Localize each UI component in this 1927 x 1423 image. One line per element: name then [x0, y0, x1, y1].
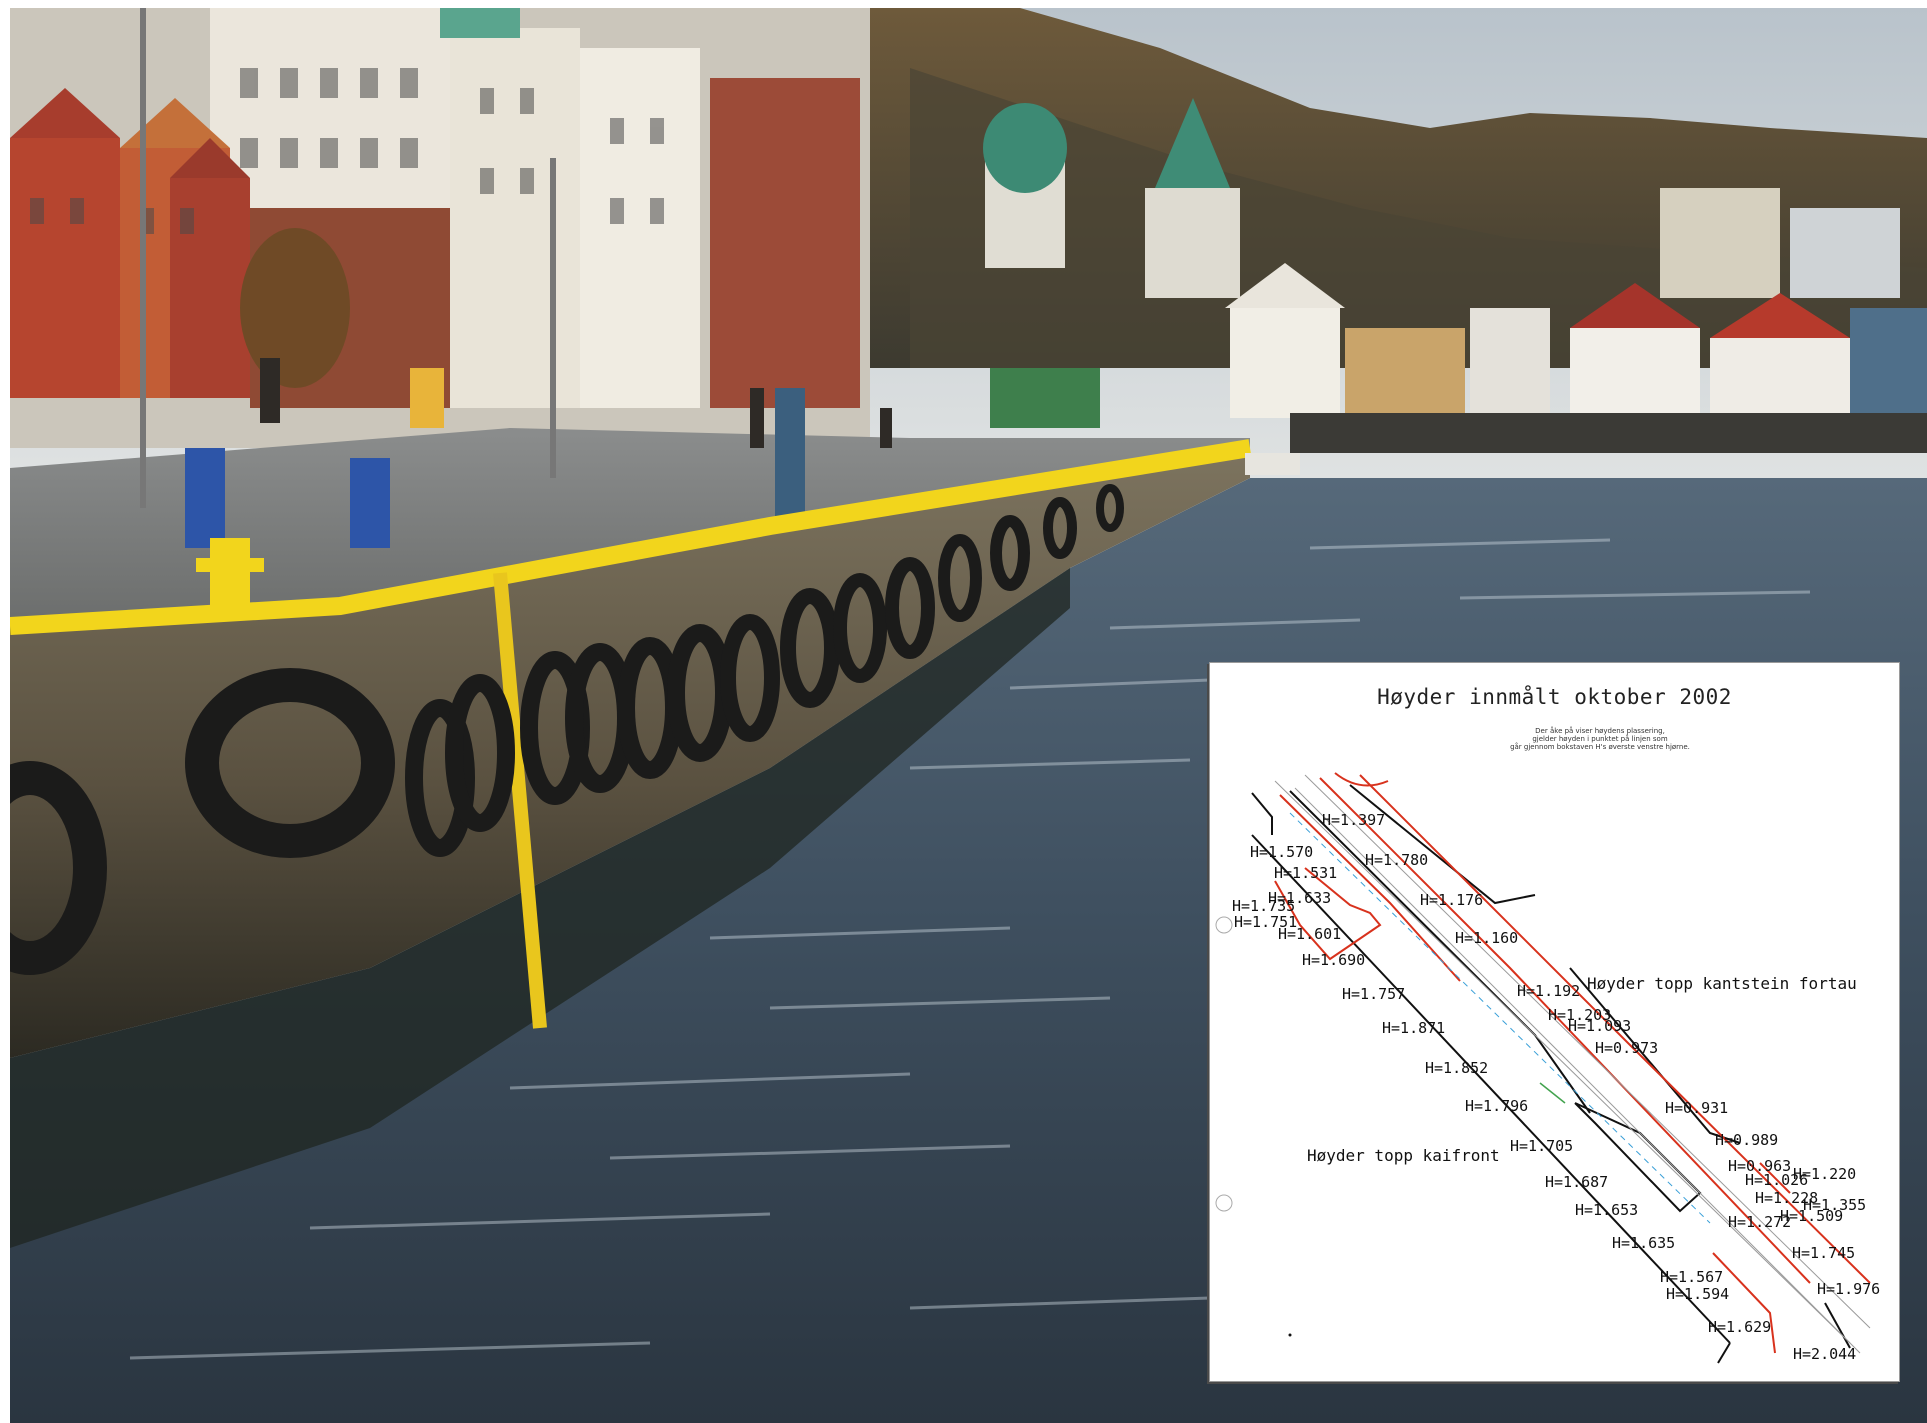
- inset-title: Høyder innmålt oktober 2002: [1377, 685, 1732, 709]
- height-label: H=1.601: [1278, 925, 1341, 943]
- height-label: H=1.735: [1232, 897, 1295, 915]
- yellow-rail: [10, 439, 1252, 635]
- height-label: H=1.176: [1420, 891, 1483, 909]
- height-label: H=1.635: [1612, 1234, 1675, 1252]
- tyre-fenders: [10, 484, 1124, 975]
- height-label: H=1.690: [1302, 951, 1365, 969]
- height-label: H=1.397: [1322, 811, 1385, 829]
- height-label: H=1.705: [1510, 1137, 1573, 1155]
- inset-note-line: gjelder høyden i punktet på linjen som: [1532, 735, 1668, 743]
- plan-black-lines: [1251, 784, 1851, 1364]
- height-label: H=2.044: [1793, 1345, 1856, 1363]
- height-label: H=1.228: [1755, 1189, 1818, 1207]
- height-label: H=1.745: [1792, 1244, 1855, 1262]
- height-label: H=1.220: [1793, 1165, 1856, 1183]
- promenade: [10, 428, 1250, 628]
- quay-front-label: Høyder topp kaifront: [1307, 1146, 1500, 1165]
- sidewalk-kerb-label: Høyder topp kantstein fortau: [1587, 974, 1857, 993]
- height-label: H=1.594: [1666, 1285, 1729, 1303]
- height-label: H=0.973: [1595, 1039, 1658, 1057]
- height-label: H=1.192: [1517, 982, 1580, 1000]
- height-label: H=1.531: [1274, 864, 1337, 882]
- plan-red-lines: [1274, 772, 1871, 1354]
- height-label: H=1.852: [1425, 1059, 1488, 1077]
- height-label: H=1.629: [1708, 1318, 1771, 1336]
- height-label: H=1.570: [1250, 843, 1313, 861]
- height-label: H=1.751: [1234, 913, 1297, 931]
- height-label: H=1.796: [1465, 1097, 1528, 1115]
- survey-plan: H=1.397 H=1.570 H=1.780 H=1.531 H=1.633 …: [1215, 772, 1880, 1364]
- height-label: H=1.355: [1803, 1196, 1866, 1214]
- survey-drawing-inset: H=1.397 H=1.570 H=1.780 H=1.531 H=1.633 …: [1209, 662, 1900, 1382]
- height-label: H=1.093: [1568, 1017, 1631, 1035]
- height-label: H=1.160: [1455, 929, 1518, 947]
- height-label: H=1.780: [1365, 851, 1428, 869]
- height-label: H=1.871: [1382, 1019, 1445, 1037]
- height-label: H=0.989: [1715, 1131, 1778, 1149]
- distant-town: [983, 98, 1927, 453]
- height-label: H=1.026: [1745, 1171, 1808, 1189]
- bollard: [210, 538, 250, 613]
- height-label: H=1.509: [1780, 1207, 1843, 1225]
- inset-note-line: går gjennom bokstaven H's øverste venstr…: [1510, 743, 1690, 751]
- height-label: H=1.567: [1660, 1268, 1723, 1286]
- height-label: H=1.653: [1575, 1201, 1638, 1219]
- height-label: H=0.963: [1728, 1157, 1791, 1175]
- height-label: H=1.757: [1342, 985, 1405, 1003]
- height-label: H=1.633: [1268, 889, 1331, 907]
- height-labels: H=1.397 H=1.570 H=1.780 H=1.531 H=1.633 …: [1232, 811, 1880, 1363]
- inset-note-line: Der åke på viser høydens plassering,: [1535, 727, 1665, 735]
- height-label: H=1.976: [1817, 1280, 1880, 1298]
- height-label: H=1.203: [1548, 1006, 1611, 1024]
- height-label: H=1.687: [1545, 1173, 1608, 1191]
- height-label: H=1.272: [1728, 1213, 1791, 1231]
- height-label: H=0.931: [1665, 1099, 1728, 1117]
- inset-note: Der åke på viser høydens plassering, gje…: [1430, 727, 1770, 751]
